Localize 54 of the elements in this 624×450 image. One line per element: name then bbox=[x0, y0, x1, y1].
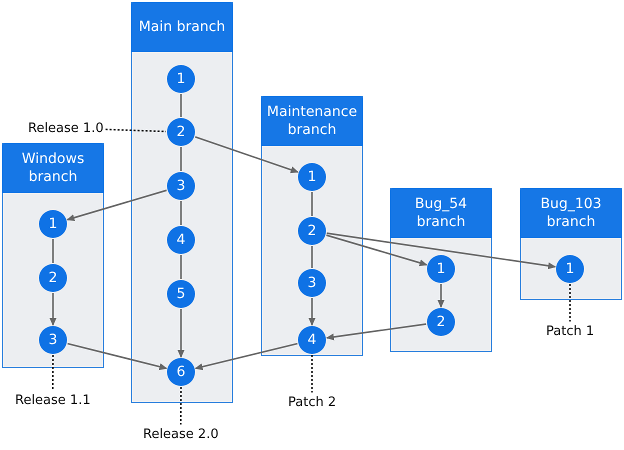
branch-header: Windows branch bbox=[2, 143, 104, 193]
branch-header: Bug_54 branch bbox=[390, 188, 492, 238]
connector-line bbox=[311, 246, 313, 268]
leader-line bbox=[569, 284, 571, 322]
branch-header: Main branch bbox=[131, 2, 233, 52]
commit-circle: 4 bbox=[167, 226, 195, 254]
commit-circle: 2 bbox=[167, 118, 195, 146]
commit-circle: 2 bbox=[39, 264, 67, 292]
leader-line bbox=[311, 355, 313, 392]
connector-line bbox=[180, 255, 182, 279]
arrow bbox=[67, 342, 168, 370]
commit-circle: 1 bbox=[427, 255, 455, 283]
commit-circle: 3 bbox=[298, 269, 326, 297]
connector-line bbox=[180, 147, 182, 171]
connector-line bbox=[311, 192, 313, 216]
connector-line bbox=[180, 94, 182, 117]
branch-header: Bug_103 branch bbox=[520, 188, 622, 238]
release-label: Release 1.0 bbox=[28, 120, 104, 136]
arrow bbox=[178, 309, 184, 358]
arrow bbox=[326, 323, 426, 340]
arrow bbox=[66, 190, 167, 222]
arrow bbox=[50, 293, 56, 326]
commit-circle: 4 bbox=[298, 326, 326, 354]
release-label: Release 1.1 bbox=[15, 392, 91, 408]
leader-line bbox=[52, 355, 54, 390]
release-label: Patch 1 bbox=[546, 324, 594, 338]
branch-panel bbox=[390, 188, 492, 352]
commit-circle: 2 bbox=[298, 217, 326, 245]
branch-panel bbox=[2, 143, 104, 368]
commit-circle: 5 bbox=[167, 280, 195, 308]
commit-circle: 1 bbox=[298, 163, 326, 191]
arrow bbox=[308, 298, 316, 326]
commit-circle: 3 bbox=[167, 172, 195, 200]
branch-panel bbox=[520, 188, 622, 300]
release-label: Release 2.0 bbox=[143, 426, 219, 442]
commit-circle: 1 bbox=[556, 255, 584, 283]
connector-line bbox=[52, 239, 54, 263]
leader-line bbox=[180, 387, 182, 424]
commit-circle: 1 bbox=[39, 210, 67, 238]
release-label: Patch 2 bbox=[288, 394, 336, 410]
connector-line bbox=[180, 201, 182, 225]
leader-line bbox=[106, 128, 166, 132]
branch-panel bbox=[131, 2, 233, 403]
branch-header: Maintenance branch bbox=[261, 96, 363, 146]
commit-circle: 6 bbox=[167, 358, 195, 386]
commit-circle: 2 bbox=[427, 308, 455, 336]
branch-panel bbox=[261, 96, 363, 356]
commit-circle: 3 bbox=[39, 326, 67, 354]
arrow bbox=[194, 342, 298, 370]
arrow bbox=[326, 232, 556, 270]
arrow bbox=[326, 234, 428, 266]
arrow bbox=[194, 136, 299, 174]
arrow bbox=[438, 284, 444, 308]
commit-circle: 1 bbox=[167, 65, 195, 93]
